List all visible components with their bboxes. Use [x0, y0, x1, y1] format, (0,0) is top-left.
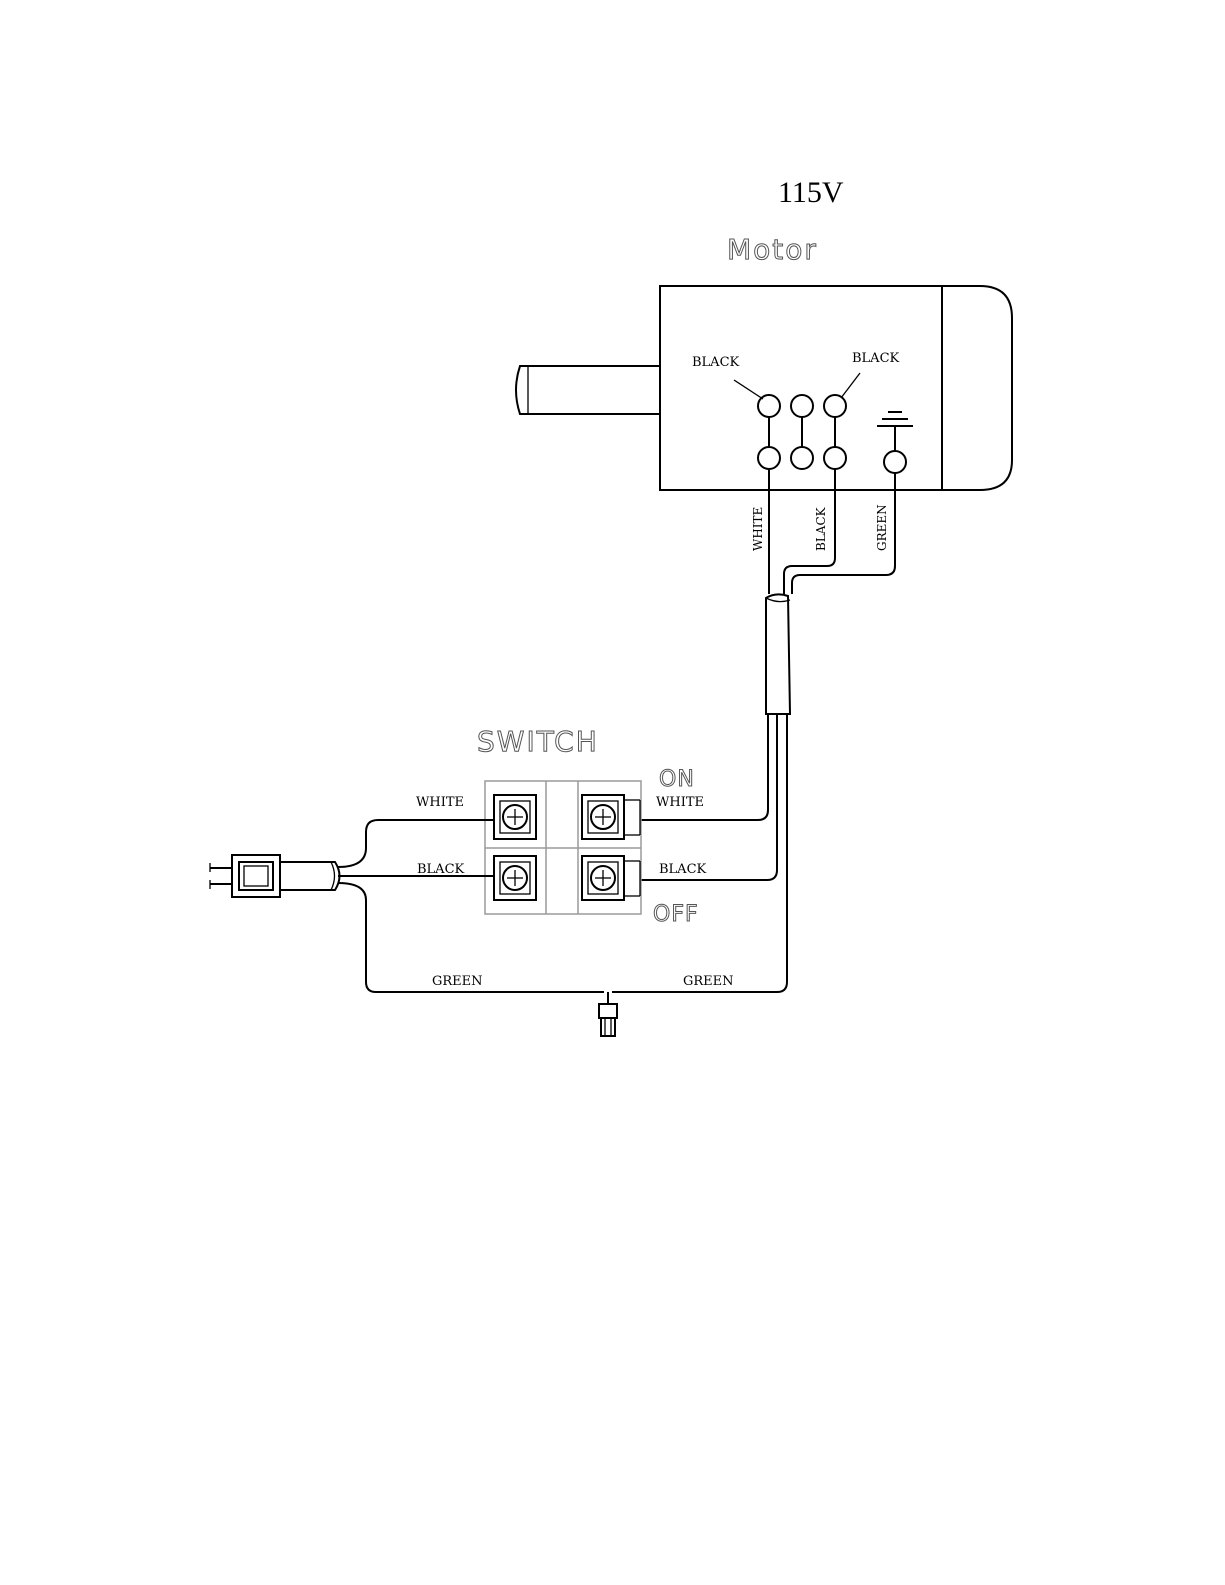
switch-off-label: OFF: [653, 902, 699, 927]
motor-terminals: [758, 395, 906, 473]
line-cord-sheath: [280, 862, 340, 890]
voltage-title: 115V: [778, 176, 844, 209]
switch-out-black-label: BLACK: [659, 862, 707, 877]
lead-label-white: WHITE: [751, 507, 765, 551]
motor-title: Motor: [727, 233, 818, 266]
lead-label-green: GREEN: [875, 504, 889, 551]
line-cord-wires: [338, 820, 604, 992]
switch-title: SWITCH: [477, 725, 599, 758]
motor-body: [660, 286, 1012, 490]
motor-shaft: [516, 366, 660, 414]
motor-cable-sheath: [766, 594, 790, 714]
motor-terminal-label-left: BLACK: [692, 355, 740, 370]
wire-nut-icon: [599, 992, 617, 1036]
switch-on-label: ON: [659, 767, 695, 792]
plug-icon: [210, 855, 280, 897]
ground-label-left: GREEN: [432, 974, 483, 989]
switch-out-white-label: WHITE: [656, 795, 704, 810]
ground-symbol-icon: [877, 412, 913, 426]
ground-label-right: GREEN: [683, 974, 734, 989]
motor-terminal-label-right: BLACK: [852, 351, 900, 366]
lead-label-black: BLACK: [814, 506, 828, 551]
cable-leads: [612, 714, 787, 992]
switch-in-white-label: WHITE: [416, 795, 464, 810]
switch-in-black-label: BLACK: [417, 862, 465, 877]
